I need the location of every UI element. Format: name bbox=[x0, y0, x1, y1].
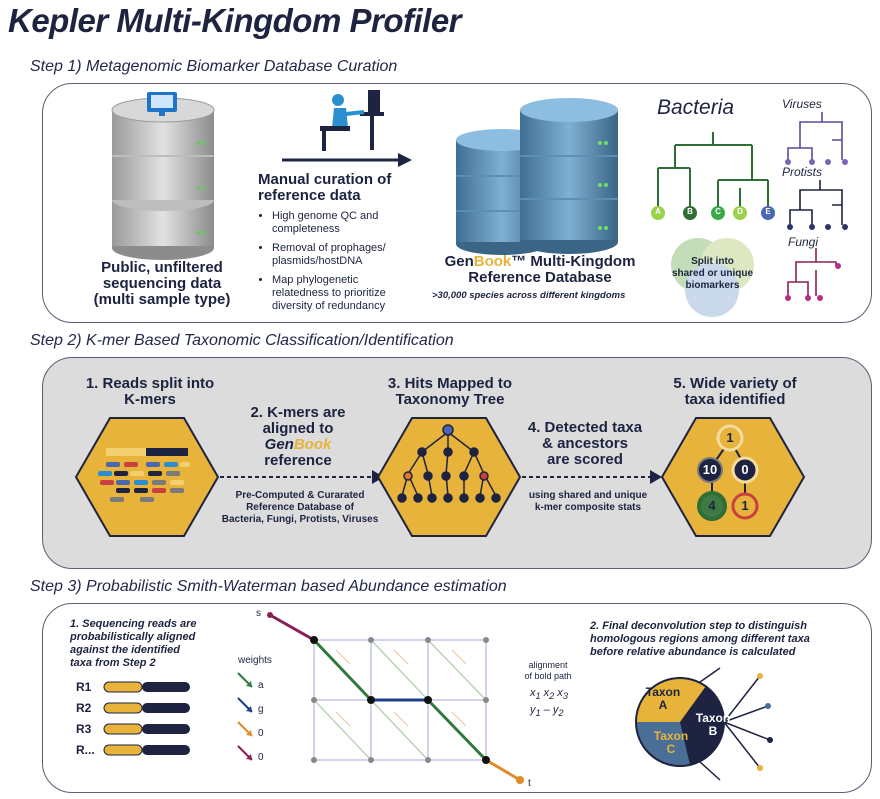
viruses-label: Viruses bbox=[782, 97, 822, 111]
protists-leaves bbox=[787, 224, 848, 230]
public-data-line1: Public, unfiltered bbox=[101, 259, 223, 276]
bold-path-diag-2 bbox=[426, 698, 488, 762]
weight-arrows bbox=[237, 672, 253, 761]
venn-label: Split into shared or unique biomarkers bbox=[671, 256, 754, 291]
viruses-leaves bbox=[785, 159, 848, 165]
taxonomy-tree-icon bbox=[397, 424, 501, 503]
pie-chart-taxa bbox=[635, 677, 725, 767]
step2-heading: Step 2) K-mer Based Taxonomic Classifica… bbox=[30, 332, 454, 349]
step1-graphics bbox=[111, 90, 848, 317]
fungi-leaves bbox=[785, 263, 841, 301]
grid-nodes bbox=[267, 612, 524, 784]
weight-4: 0 bbox=[258, 752, 264, 763]
genbook-line2: Reference Database bbox=[468, 269, 612, 286]
step3-panel bbox=[42, 603, 872, 793]
start-edge bbox=[269, 613, 315, 642]
protists-label: Protists bbox=[782, 165, 823, 179]
step2-graphics bbox=[74, 417, 806, 537]
score-nodes bbox=[697, 424, 759, 521]
spoke-nodes bbox=[757, 673, 773, 771]
step1-heading: Step 1) Metagenomic Biomarker Database C… bbox=[30, 58, 398, 75]
kmer-bars-icon bbox=[98, 448, 190, 502]
step3-heading: Step 3) Probabilistic Smith-Waterman bas… bbox=[30, 578, 507, 595]
dashed-arrowhead-2 bbox=[650, 470, 662, 484]
step3-right-note: 2. Final deconvolution step to distingui… bbox=[590, 620, 810, 658]
end-edge bbox=[485, 758, 521, 782]
hexagon-kmers bbox=[74, 417, 220, 537]
curation-bullet-2: Removal of prophages/plasmids/hostDNA bbox=[272, 242, 435, 268]
bacteria-leaves bbox=[651, 206, 775, 220]
public-data-line3: (multi sample type) bbox=[93, 291, 231, 308]
curation-arrow bbox=[282, 153, 412, 167]
curation-title: Manual curation of reference data bbox=[258, 172, 391, 204]
genbook-book: Book bbox=[473, 253, 512, 270]
person-at-desk-icon bbox=[320, 90, 384, 151]
curation-title-line1: Manual curation of bbox=[258, 171, 392, 188]
abundance-spokes bbox=[699, 667, 771, 781]
bacteria-label: Bacteria bbox=[657, 96, 735, 119]
public-data-line2: sequencing data bbox=[102, 275, 222, 292]
computer-monitor-icon bbox=[147, 92, 177, 116]
weight-1: a bbox=[258, 680, 264, 691]
bacteria-tree bbox=[657, 132, 769, 208]
start-node-label: s bbox=[256, 608, 261, 619]
fungi-label: Fungi bbox=[788, 235, 819, 249]
genbook-rest: ™ Multi-Kingdom bbox=[511, 253, 636, 270]
page-title: Kepler Multi-Kingdom Profiler bbox=[8, 2, 462, 39]
public-database-icon bbox=[111, 97, 215, 260]
weight-3: 0 bbox=[258, 728, 264, 739]
genbook-subtitle: >30,000 species across different kingdom… bbox=[432, 290, 626, 301]
step2-s2-label: 2. K-mers are aligned to GenBook referen… bbox=[250, 404, 346, 469]
protists-tree bbox=[789, 180, 843, 225]
bold-path-diag-1 bbox=[312, 638, 373, 702]
read-bars bbox=[103, 681, 190, 756]
weights-label: weights bbox=[238, 655, 272, 666]
genbook-database-icon bbox=[456, 98, 618, 255]
viruses-tree bbox=[787, 112, 843, 160]
end-node-label: t bbox=[528, 778, 531, 789]
fungi-tree bbox=[787, 248, 837, 296]
curation-title-line2: reference data bbox=[258, 187, 361, 204]
public-data-label: Public, unfiltered sequencing data (mult… bbox=[82, 260, 242, 308]
genbook-db-label: GenBook™ Multi-Kingdom Reference Databas… bbox=[430, 254, 650, 286]
genbook-gen: Gen bbox=[444, 253, 474, 270]
alignment-grid bbox=[269, 613, 521, 782]
weight-2: g bbox=[258, 704, 264, 715]
venn-diagram-icon bbox=[671, 238, 754, 317]
